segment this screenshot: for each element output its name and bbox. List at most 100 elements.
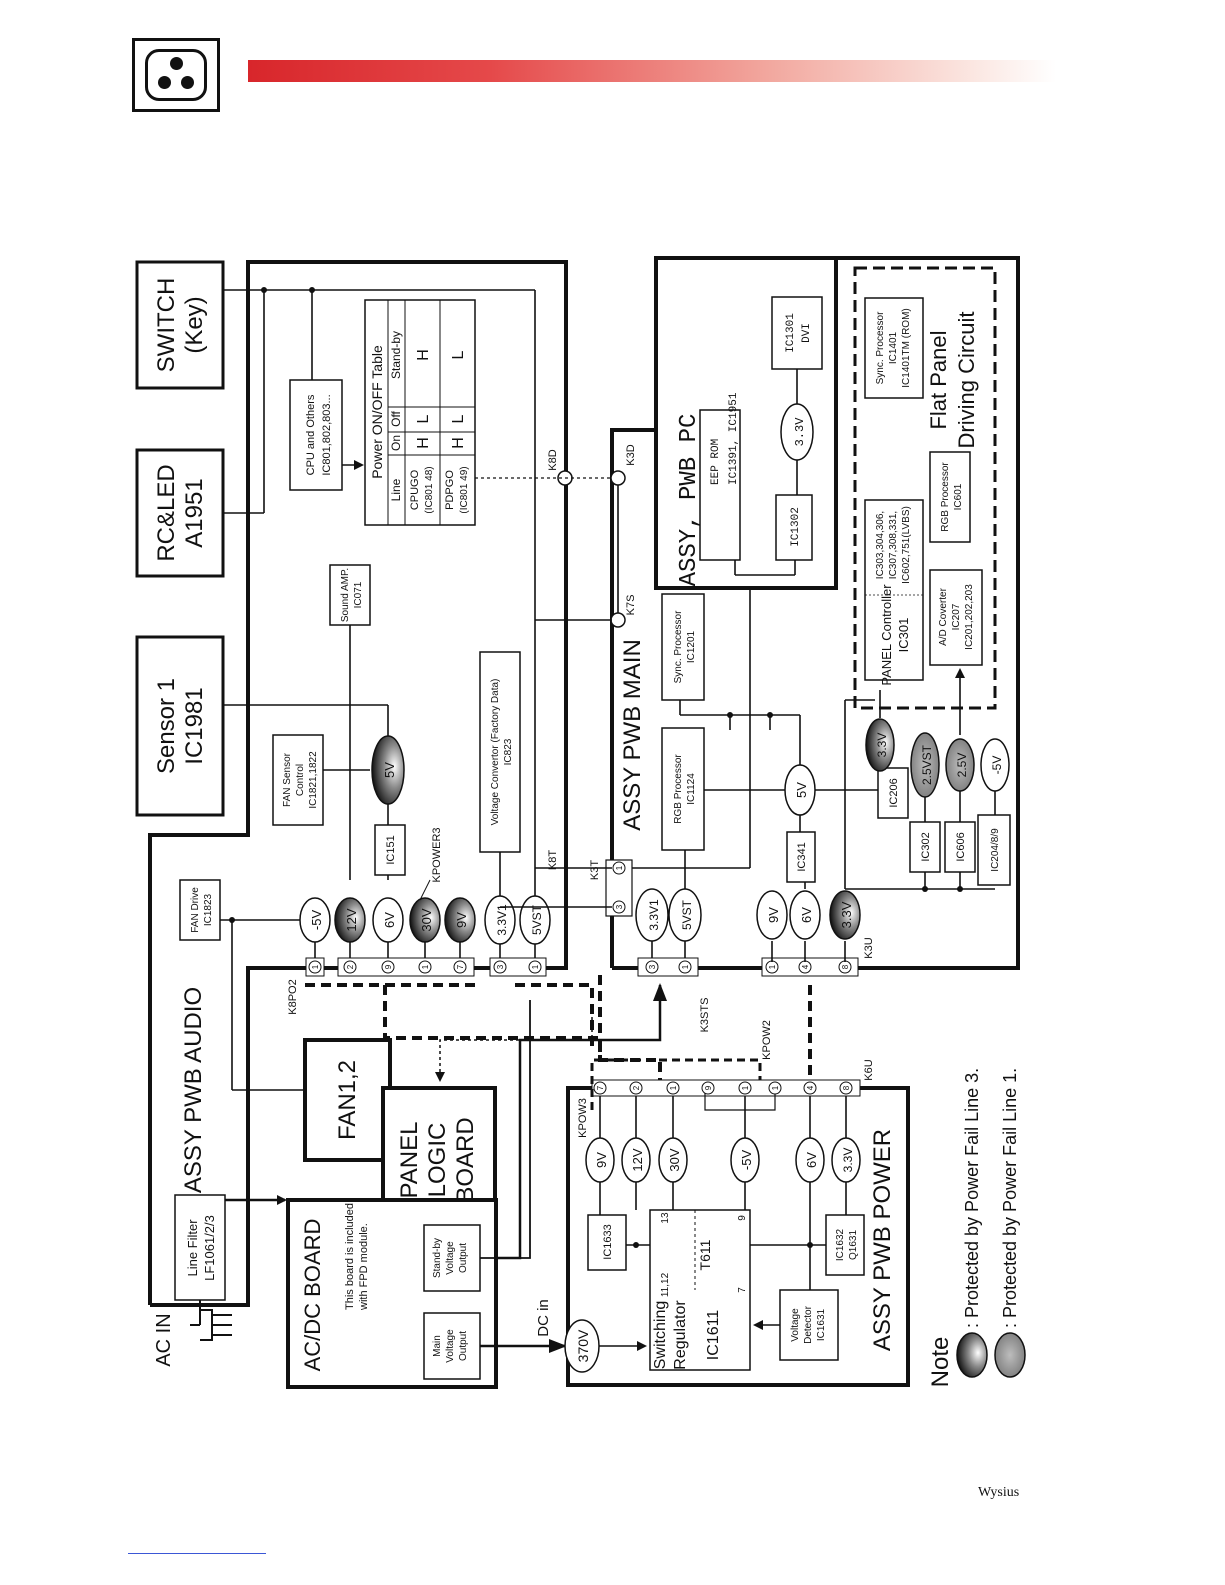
kpower3-label: KPOWER3 [431, 827, 443, 882]
audio-board-title: ASSY PWB AUDIO [180, 987, 207, 1193]
sync-proc-2: IC1201 [686, 630, 697, 663]
dc-in-label: DC in [535, 1299, 552, 1337]
eep-2: IC1391, IC1951 [728, 392, 740, 485]
ac-in-label: AC IN [153, 1313, 175, 1366]
sound-amp-1: Sound AMP. [340, 568, 351, 622]
note-line3: : Protected by Power Fail Line 3. [962, 1068, 982, 1328]
ic1301-1: IC1301 [785, 313, 797, 353]
rgb-proc-2: IC1124 [686, 773, 697, 805]
pin-9: 9 [737, 1215, 748, 1221]
table-row2-off: L [450, 414, 467, 423]
ic1633: IC1633 [602, 1224, 614, 1259]
panel-ctrl-1: PANEL Controller [879, 584, 894, 686]
rc-led-box: RC&LED A1951 [135, 448, 225, 578]
three-dot-tv-icon [145, 49, 207, 101]
k6u-label: K6U [863, 1059, 875, 1080]
main-5v: 5V [794, 782, 809, 798]
ad-1: A/D Coverter [938, 587, 949, 645]
k3t-pin-1: 1 [615, 865, 624, 870]
power-pin-2: 1 [669, 1085, 678, 1090]
acdc-note-2: with FPD module. [358, 1223, 370, 1311]
main-board-title: ASSY PWB MAIN [619, 639, 646, 831]
audio-rail-12v: 12V [344, 908, 359, 931]
audio-rail-6v: 6V [382, 912, 397, 928]
audio-rail-33v1: 3.3V1 [495, 904, 509, 936]
power-rail-m5v: -5V [739, 1150, 754, 1171]
vconv-1: Voltage Convertor (Factory Data) [490, 679, 501, 826]
k3t-pin-3: 3 [615, 904, 624, 909]
rgb-proc-1: RGB Processor [673, 754, 684, 824]
audio-pin-2: 9 [384, 964, 393, 969]
table-title: Power ON/OFF Table [369, 345, 385, 479]
t611: T611 [697, 1239, 713, 1270]
main-m5v: -5V [990, 756, 1004, 775]
table-header-on: On [389, 435, 403, 451]
panel-ics-2: IC307,308,331, [888, 511, 899, 579]
k3sts-label: K3STS [699, 998, 711, 1033]
k3sts-pin-1: 1 [681, 964, 690, 969]
fan-sensor-2: Control [295, 764, 306, 796]
table-header-stby: Stand-by [389, 331, 403, 379]
panel-ics-1: IC303,304,306, [875, 511, 886, 579]
pin-7: 7 [737, 1287, 748, 1293]
vdet-1: Voltage [790, 1308, 801, 1342]
k3d-label: K3D [625, 444, 637, 465]
power-pin-3: 9 [704, 1085, 713, 1090]
power-onoff-table: Power ON/OFF Table Line On Off Stand-by … [364, 299, 476, 526]
audio-5v: 5V [382, 762, 397, 778]
audio-rail-5vst: 5VST [530, 904, 544, 935]
header-accent-bar [248, 60, 1056, 82]
ic302: IC302 [920, 832, 932, 861]
main-rail-33v1: 3.3V1 [647, 899, 661, 931]
k3u-pin-1: 1 [768, 964, 777, 969]
fpd-sync-2: IC1401 [888, 331, 899, 364]
rc-label-1: RC&LED [153, 464, 180, 561]
table-header-line: Line [389, 478, 403, 501]
pc-33v: 3.3V [793, 417, 807, 447]
stby-vout-2: Voltage [445, 1241, 456, 1275]
cpu-label-1: CPU and Others [305, 394, 317, 475]
stby-vout-1: Stand-by [432, 1238, 443, 1278]
fan-sensor-3: IC1821,1822 [308, 751, 319, 809]
table-row2-pin: (IC801 49) [459, 466, 470, 513]
main-rail-9v: 9V [766, 907, 781, 923]
switch-label-2: (Key) [181, 296, 208, 353]
power-pin-5: 1 [771, 1085, 780, 1090]
audio-rail-m5v: -5V [309, 910, 324, 931]
k3u-label: K3U [863, 937, 875, 958]
fpd-label-1: Flat Panel [926, 330, 951, 429]
table-row2-on: H [450, 437, 467, 449]
switch-box: SWITCH (Key) [135, 260, 225, 390]
audio-rails: -5V 12V 6V 30V 9V 3.3V1 5VST 1 2 9 1 7 3… [287, 827, 559, 1014]
vdet-2: Detector [803, 1305, 814, 1343]
ic151: IC151 [385, 835, 397, 864]
sync-proc-1: Sync. Processor [673, 610, 684, 683]
fpd-sync-1: Sync. Processor [875, 311, 886, 384]
fpd-rgb-1: RGB Processor [940, 462, 951, 532]
panel-logic-2: LOGIC [424, 1123, 451, 1198]
pin-1112: 11,12 [660, 1272, 671, 1297]
power-rail-30v: 30V [667, 1148, 682, 1171]
footer-link-underline[interactable] [128, 1553, 266, 1554]
audio-pin-1: 2 [346, 964, 355, 969]
fan-drive-2: IC1823 [203, 893, 214, 926]
audio-rail-9v: 9V [454, 912, 469, 928]
audio-pin-5: 3 [496, 964, 505, 969]
panel-ics-3: IC602,751(LVBS) [901, 506, 912, 584]
main-rail-5vst: 5VST [680, 899, 694, 930]
panel-logic-3: BOARD [452, 1117, 479, 1202]
ic1632-2: Q1631 [848, 1230, 859, 1260]
power-pin-0: 7 [596, 1085, 605, 1090]
fan-drive-1: FAN Drive [190, 887, 201, 933]
audio-pin-3: 1 [421, 964, 430, 969]
k8d-label: K8D [547, 449, 559, 470]
acdc-note-1: This board is included [344, 1203, 356, 1310]
main-25v: 2.5V [955, 753, 969, 778]
main-rail-33v: 3.3V [839, 901, 854, 928]
power-pin-1: 2 [632, 1085, 641, 1090]
main-33v: 3.3V [875, 733, 889, 758]
main-25vst: 2.5VST [920, 744, 934, 785]
kpow2-label: KPOW2 [761, 1020, 773, 1060]
pin-13: 13 [660, 1212, 671, 1224]
